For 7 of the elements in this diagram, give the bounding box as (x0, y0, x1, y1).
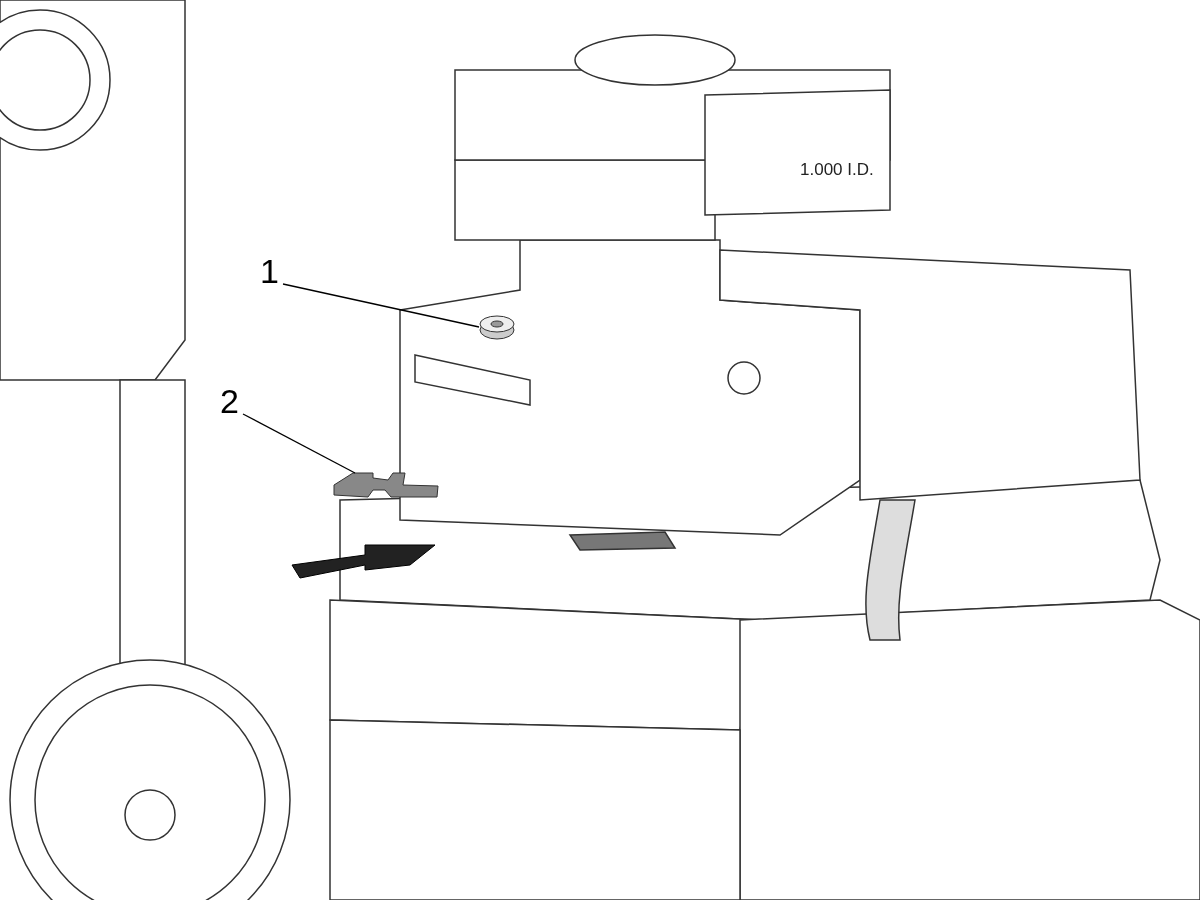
leader-line (242, 413, 356, 474)
screw-icon (478, 314, 516, 340)
callout-number: 2 (220, 384, 239, 418)
callout-number: 1 (260, 254, 279, 288)
shim-icon (333, 470, 439, 498)
engraved-text: 1.000 I.D. (800, 160, 874, 180)
leader-line (282, 283, 480, 328)
